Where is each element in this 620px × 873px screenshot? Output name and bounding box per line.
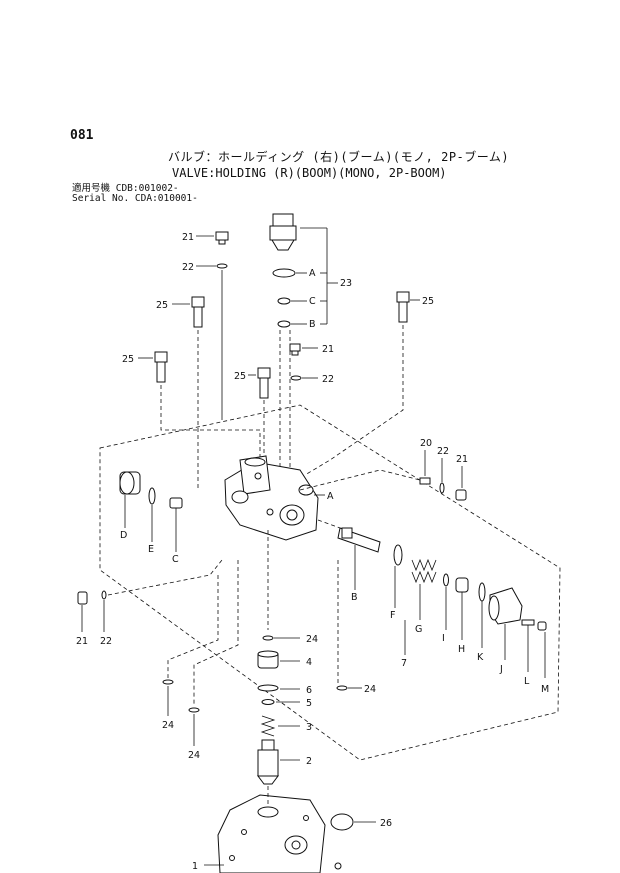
subassembly-7-boundary [99, 404, 561, 761]
label-6: 6 [306, 685, 312, 696]
oring-C-top [277, 297, 291, 305]
label-L: L [524, 676, 530, 687]
bolt-20 [419, 477, 431, 485]
plug-4 [257, 650, 279, 669]
label-K: K [477, 652, 484, 663]
plug-J [488, 587, 523, 625]
oring-B-top [277, 320, 291, 328]
washer-22-lower-left [101, 590, 107, 600]
washer-22-top-left [216, 263, 228, 269]
housing-1 [217, 794, 326, 873]
washer-22-right [439, 482, 445, 494]
label-22-d: 22 [100, 636, 112, 647]
oring-6 [257, 684, 279, 692]
oring-K [478, 582, 486, 602]
label-20: 20 [420, 438, 432, 449]
label-I: I [442, 633, 445, 644]
label-24-c: 24 [162, 720, 174, 731]
label-1: 1 [192, 861, 198, 872]
label-22-c: 22 [437, 446, 449, 457]
spring-3 [260, 715, 276, 737]
oring-24-stack [262, 635, 274, 641]
oring-24-left-a [162, 679, 174, 685]
label-4: 4 [306, 657, 312, 668]
serial-info: 適用号機 CDB:001002- Serial No. CDA:010001- [72, 184, 198, 204]
label-7: 7 [401, 658, 407, 669]
label-M: M [541, 684, 549, 695]
label-24-d: 24 [188, 750, 200, 761]
backup-H [455, 577, 469, 593]
label-A-top: A [309, 268, 316, 279]
poppet-2 [257, 739, 279, 785]
bolt-21-top-left [215, 231, 229, 245]
title-japanese: バルブ：ホールディング (右)(ブーム)(モノ, 2P-ブーム) [168, 150, 510, 164]
oring-E [148, 487, 156, 505]
bolt-25-center [257, 367, 271, 399]
label-B-top: B [309, 319, 316, 330]
backup-ring-C [169, 497, 183, 509]
serial-line-2: Serial No. CDA:010001- [72, 193, 198, 204]
label-H: H [458, 644, 465, 655]
label-3: 3 [306, 722, 312, 733]
ring-5 [261, 699, 275, 705]
label-21-d: 21 [76, 636, 88, 647]
label-24-b: 24 [364, 684, 376, 695]
serial-line-1: 適用号機 CDB:001002- [72, 183, 179, 194]
label-23: 23 [340, 278, 352, 289]
label-A-body: A [327, 491, 334, 502]
bolt-21-lower-left [77, 591, 88, 605]
label-2: 2 [306, 756, 312, 767]
title-english: VALVE:HOLDING (R)(BOOM)(MONO, 2P-BOOM) [172, 166, 447, 180]
screw-M [537, 621, 547, 631]
bolt-25-right [396, 291, 410, 323]
oring-24-left-b [188, 707, 200, 713]
plug-D [119, 471, 141, 495]
label-21-a: 21 [182, 232, 194, 243]
label-G: G [415, 624, 422, 635]
bolt-25-left-upper [191, 296, 205, 328]
valve-body-main [224, 455, 319, 541]
label-22-b: 22 [322, 374, 334, 385]
label-21-b: 21 [322, 344, 334, 355]
label-F: F [390, 610, 395, 621]
label-21-c: 21 [456, 454, 468, 465]
label-25-b: 25 [122, 354, 134, 365]
oring-24-right [336, 685, 348, 691]
oring-I [443, 573, 449, 587]
part-23-plug [269, 213, 297, 251]
spring-seat-F [393, 544, 403, 566]
label-24-a: 24 [306, 634, 318, 645]
bolt-21-center [289, 343, 301, 356]
spring-G [411, 558, 437, 584]
label-5: 5 [306, 698, 312, 709]
label-26: 26 [380, 818, 392, 829]
label-C-left: C [172, 554, 179, 565]
label-B-right: B [351, 592, 358, 603]
label-25-a: 25 [156, 300, 168, 311]
bolt-21-right [455, 489, 467, 501]
label-25-c: 25 [234, 371, 246, 382]
label-E: E [148, 544, 154, 555]
label-22-a: 22 [182, 262, 194, 273]
oring-A-top [272, 268, 296, 278]
screw-L [521, 619, 535, 626]
poppet-B [337, 527, 381, 553]
label-D: D [120, 530, 127, 541]
page-number: 081 [70, 128, 94, 143]
oring-26 [330, 813, 354, 831]
washer-22-center [290, 375, 302, 381]
label-C-top: C [309, 296, 316, 307]
label-25-d: 25 [422, 296, 434, 307]
label-J: J [499, 664, 503, 675]
bolt-25-left-lower [154, 351, 168, 383]
plug-small-bottom [334, 862, 342, 870]
